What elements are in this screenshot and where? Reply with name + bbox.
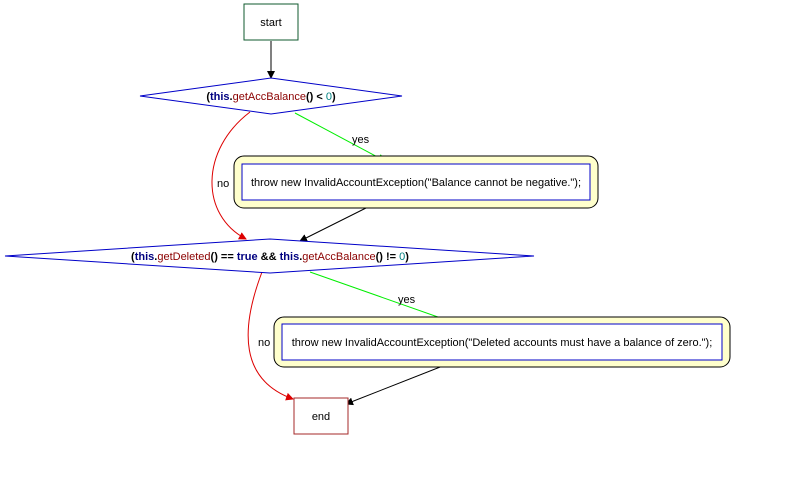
edge-label-decision2-no: no: [258, 337, 270, 349]
node-decision2[interactable]: (this.getDeleted() == true && this.getAc…: [4, 238, 535, 274]
edge-label-decision1-no: no: [217, 178, 229, 190]
action2-statement: throw new InvalidAccountException("Delet…: [292, 337, 713, 349]
edge-label-decision2-yes: yes: [398, 294, 416, 306]
decision1-token: () <: [306, 91, 326, 103]
decision2-condition: (this.getDeleted() == true && this.getAc…: [131, 251, 409, 263]
node-end[interactable]: end: [293, 397, 349, 435]
decision1-token: this: [210, 91, 230, 103]
node-start[interactable]: start: [243, 3, 299, 41]
decision2-token: this: [135, 251, 155, 263]
node-action1[interactable]: throw new InvalidAccountException("Balan…: [233, 155, 599, 209]
decision2-token: .: [299, 251, 302, 263]
decision2-token: 0: [399, 251, 405, 263]
node-start-label: start: [260, 17, 281, 29]
decision2-token: (: [131, 251, 135, 263]
decision1-condition: (this.getAccBalance() < 0): [206, 91, 336, 103]
decision2-token: .: [154, 251, 157, 263]
decision1-token: ): [332, 91, 336, 103]
action1-statement: throw new InvalidAccountException("Balan…: [251, 177, 581, 189]
decision2-token: ): [405, 251, 409, 263]
decision2-token: &&: [258, 251, 280, 263]
edge-decision1-no: [211, 111, 251, 240]
decision2-token: () ==: [211, 251, 237, 263]
decision2-token: true: [237, 251, 258, 263]
decision1-token: .: [230, 91, 233, 103]
edge-label-decision1-yes: yes: [352, 134, 370, 146]
decision1-token: 0: [326, 91, 332, 103]
edge-decision2-no: [247, 271, 294, 401]
edge-decision2-yes: [309, 271, 456, 325]
node-decision1[interactable]: (this.getAccBalance() < 0): [139, 77, 403, 115]
decision2-token: () !=: [376, 251, 400, 263]
edge-decision1-yes: [294, 112, 386, 162]
node-end-label: end: [312, 411, 330, 423]
decision2-token: getDeleted: [157, 251, 210, 263]
node-action2[interactable]: throw new InvalidAccountException("Delet…: [273, 316, 731, 368]
decision2-token: this: [280, 251, 300, 263]
decision1-token: getAccBalance: [233, 91, 306, 103]
decision2-token: getAccBalance: [302, 251, 375, 263]
decision1-token: (: [206, 91, 210, 103]
